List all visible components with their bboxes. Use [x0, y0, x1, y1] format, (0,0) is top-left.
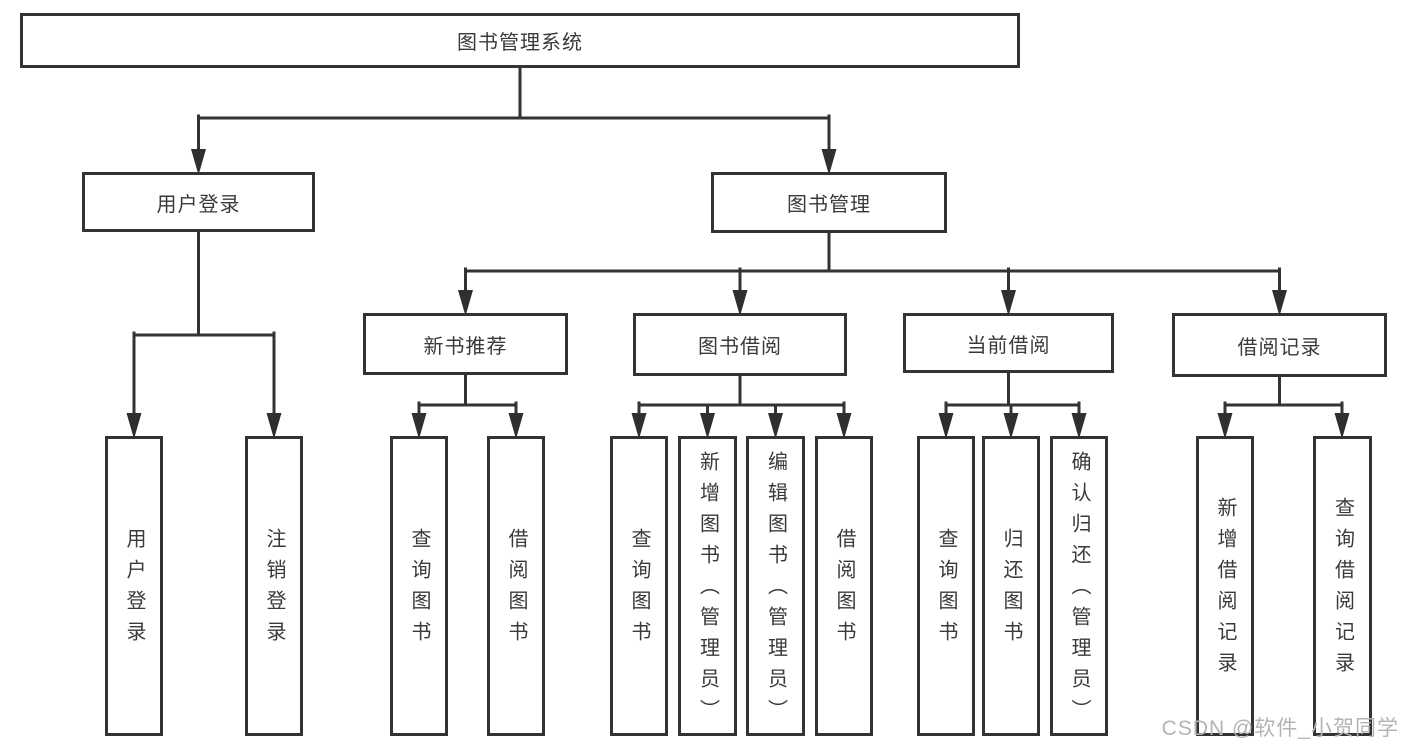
node-label: 查询图书	[935, 528, 957, 652]
leaf-return-books: 归还图书	[982, 436, 1040, 736]
leaf-logout: 注销登录	[245, 436, 303, 736]
node-root-library-system: 图书管理系统	[20, 13, 1020, 68]
leaf-confirm-return-admin: 确认归还（管理员）	[1050, 436, 1108, 736]
node-label: 用户登录	[156, 193, 241, 216]
node-label: 借阅记录	[1237, 336, 1322, 359]
leaf-query-books-current: 查询图书	[917, 436, 975, 736]
connector-book-mgmt-to-level3	[464, 231, 1281, 294]
node-label: 借阅图书	[505, 528, 527, 652]
node-label: 借阅图书	[833, 528, 855, 652]
node-label: 确认归还（管理员）	[1068, 450, 1090, 730]
node-label: 当前借阅	[966, 334, 1051, 357]
node-book-management: 图书管理	[711, 172, 947, 233]
node-label: 注销登录	[263, 528, 285, 652]
node-label: 归还图书	[1000, 528, 1022, 652]
node-label: 图书管理系统	[457, 32, 583, 54]
arrowheads-level3	[458, 290, 1287, 316]
connector-user-login-children	[132, 230, 276, 417]
node-label: 新增图书（管理员）	[696, 450, 719, 730]
leaf-borrow-books-recommend: 借阅图书	[487, 436, 545, 736]
node-label: 新增借阅记录	[1214, 497, 1236, 683]
leaf-user-login: 用户登录	[105, 436, 163, 736]
node-user-login: 用户登录	[82, 172, 315, 232]
node-label: 编辑图书（管理员）	[764, 450, 787, 730]
node-label: 查询借阅记录	[1331, 497, 1354, 683]
leaf-edit-books-admin: 编辑图书（管理员）	[746, 436, 805, 736]
leaf-add-borrow-record: 新增借阅记录	[1196, 436, 1254, 736]
node-label: 查询图书	[628, 528, 650, 652]
node-label: 图书借阅	[698, 336, 782, 358]
leaf-query-books-borrow: 查询图书	[610, 436, 668, 736]
connector-book-borrow-children	[637, 374, 846, 417]
node-label: 图书管理	[787, 194, 871, 216]
connector-current-borrow-children	[944, 371, 1081, 417]
node-label: 查询图书	[408, 528, 430, 652]
leaf-query-borrow-record: 查询借阅记录	[1313, 436, 1372, 736]
connector-new-book-children	[417, 373, 518, 417]
node-current-borrow: 当前借阅	[903, 313, 1114, 373]
leaf-borrow-books: 借阅图书	[815, 436, 873, 736]
leaf-add-books-admin: 新增图书（管理员）	[678, 436, 737, 736]
node-new-book-recommend: 新书推荐	[363, 313, 568, 375]
node-label: 新书推荐	[423, 335, 508, 358]
node-label: 用户登录	[123, 528, 145, 652]
connector-borrow-records-children	[1223, 375, 1344, 417]
node-book-borrow: 图书借阅	[633, 313, 847, 376]
connector-root-to-level2	[197, 66, 831, 153]
leaf-query-books-recommend: 查询图书	[390, 436, 448, 736]
csdn-watermark: CSDN @软件_小贺同学	[1161, 717, 1399, 740]
node-borrow-records: 借阅记录	[1172, 313, 1387, 377]
